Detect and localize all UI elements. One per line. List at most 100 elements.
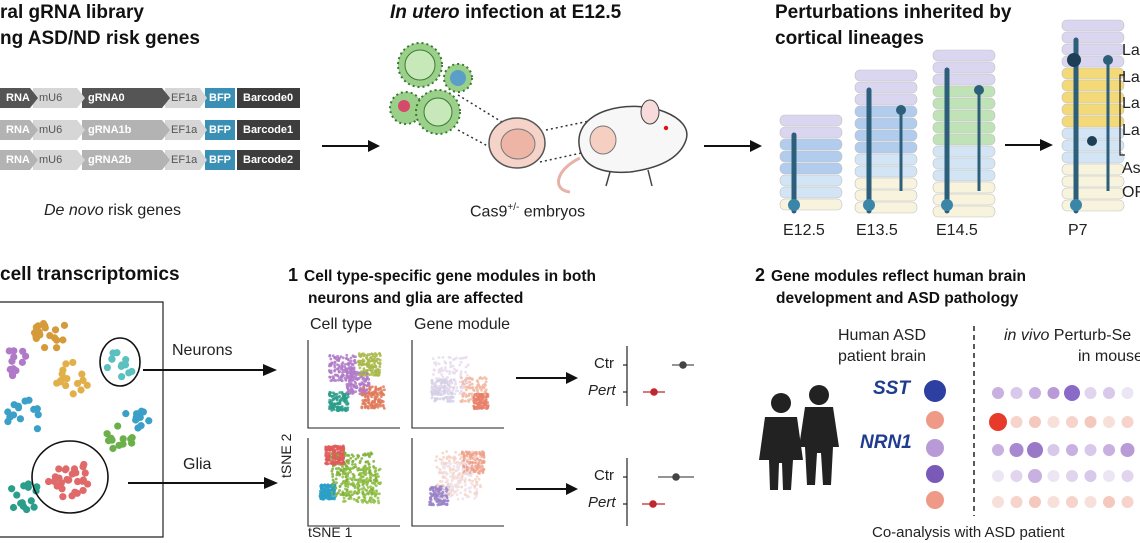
modules-title-2: neurons and glia are affected <box>308 290 524 307</box>
mouse-dot <box>1121 470 1134 482</box>
mouse-icon <box>557 99 688 194</box>
mouse-dot <box>1027 442 1043 458</box>
mouse-dot <box>1028 469 1042 483</box>
mouse-dot <box>1103 416 1115 428</box>
cell-point <box>109 444 117 453</box>
lineages-title-2: cortical lineages <box>775 28 924 49</box>
layer-label: La <box>1122 95 1140 112</box>
tsne-cell-type-glia <box>307 438 400 527</box>
cell-point <box>53 336 61 344</box>
mouse-dot <box>1103 470 1115 482</box>
cell-point <box>74 477 82 486</box>
cell-point <box>59 366 67 374</box>
tsne-gene-module-neurons <box>411 340 504 429</box>
grna-segment: RNA0 <box>0 88 36 108</box>
chevron-icon <box>77 150 85 170</box>
human-dot <box>924 380 946 402</box>
cell-point <box>145 417 153 425</box>
barcode-segment: Barcode2 <box>237 150 300 170</box>
human-dot <box>926 491 944 509</box>
mouse-dot <box>1084 387 1097 399</box>
pert-label: Pert <box>588 382 616 399</box>
cell-point <box>24 480 32 488</box>
cell-point <box>69 358 77 367</box>
cell-point <box>118 373 126 381</box>
barcode-segment: Barcode1 <box>237 120 300 140</box>
cell-point <box>27 497 35 505</box>
cortical-column <box>932 49 996 218</box>
cell-point <box>4 408 12 416</box>
col-line: in mouse <box>1078 348 1140 365</box>
cell-point <box>125 369 133 377</box>
grna-segment: gRNA1b <box>82 120 162 140</box>
cell-point <box>108 436 116 444</box>
cell-point <box>9 503 18 512</box>
human-dot <box>926 465 944 483</box>
promoter-segment: EF1a <box>165 150 200 170</box>
mouse-dot <box>992 444 1004 456</box>
cell-point <box>118 361 126 369</box>
promoter-segment: EF1a <box>165 120 200 140</box>
stage-label: E14.5 <box>936 222 978 239</box>
arrow-icon <box>128 477 278 489</box>
cell-point <box>60 321 69 329</box>
cell-point <box>18 358 26 366</box>
grna-segment: gRNA2b <box>82 150 162 170</box>
cell-point <box>46 332 54 340</box>
cell-point <box>73 379 82 388</box>
infection-title-rest: infection at E12.5 <box>459 2 622 23</box>
chevron-icon <box>200 150 207 170</box>
stage-label: E12.5 <box>783 222 825 239</box>
cell-point <box>132 416 140 424</box>
cell-point <box>34 411 42 419</box>
lineages-title-1: Perturbations inherited by <box>775 2 1012 23</box>
embryo-icon <box>488 117 546 169</box>
infection-caption: Cas9+/- embryos <box>470 202 585 221</box>
mouse-dot <box>1064 385 1080 401</box>
chevron-icon <box>77 120 85 140</box>
cell-point <box>18 499 26 507</box>
cell-point <box>55 465 63 473</box>
virus-icon <box>389 42 473 135</box>
reporter-segment: BFP <box>205 120 235 140</box>
promoter-segment: mU6 <box>33 150 77 170</box>
mouse-dot <box>1029 416 1041 428</box>
dot-matrix <box>924 380 1135 509</box>
chevron-icon <box>30 88 38 108</box>
mouse-col-header: in vivo Perturb-Se in mouse <box>1004 325 1140 367</box>
single-cell-clusters <box>0 301 164 538</box>
cell-point <box>21 397 29 405</box>
cell-point <box>109 349 117 357</box>
cell-point <box>5 347 13 355</box>
mouse-dot <box>1047 470 1060 482</box>
chevron-icon <box>30 150 38 170</box>
barcode-segment: Barcode0 <box>237 88 300 108</box>
col-rest: Perturb-Se <box>1049 327 1132 344</box>
ctr-label: Ctr <box>594 355 614 372</box>
human-caption: Co-analysis with ASD patient <box>872 524 1065 541</box>
glia-label: As <box>1122 160 1140 177</box>
cell-point <box>114 422 122 430</box>
cell-point <box>51 326 60 334</box>
caption-italic: De novo <box>44 202 104 219</box>
cortical-columns <box>779 19 1125 218</box>
stage-label: P7 <box>1068 222 1088 239</box>
construct-arrows <box>30 88 207 170</box>
chevron-icon <box>162 150 170 170</box>
mouse-dot <box>989 413 1007 431</box>
cell-point <box>83 480 92 488</box>
mouse-dot <box>1084 496 1097 508</box>
cell-point <box>59 336 67 344</box>
col-line: Human ASD <box>837 327 927 344</box>
mouse-dot <box>1066 444 1078 456</box>
cell-point <box>119 435 127 443</box>
mouse-dot <box>1047 496 1060 508</box>
cell-point <box>59 493 67 501</box>
cell-point <box>63 475 71 484</box>
cell-point <box>79 463 87 471</box>
col-gene-module: Gene module <box>414 316 511 333</box>
cell-point <box>13 491 21 499</box>
mouse-dot <box>1029 496 1041 508</box>
arrow-icon <box>704 140 762 152</box>
